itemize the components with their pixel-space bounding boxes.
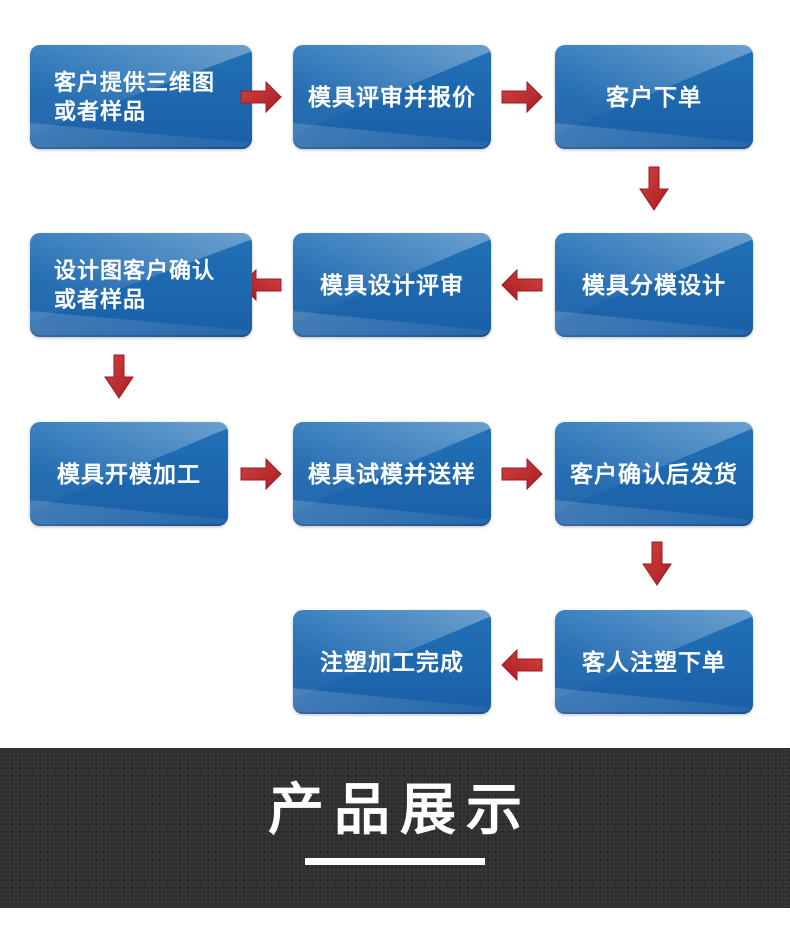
arrow-down-icon	[639, 166, 669, 212]
flow-step-injection-order: 客人注塑下单	[555, 610, 753, 714]
flow-step-mold-machining: 模具开模加工	[30, 422, 228, 526]
arrow-right-icon	[240, 458, 282, 490]
flow-step-label: 模具评审并报价	[308, 83, 476, 110]
arrow-right-icon	[501, 81, 543, 113]
arrow-down-icon	[642, 541, 672, 587]
flow-step-label: 设计图客户确认 或者样品	[54, 258, 216, 312]
title-underline-decoration	[305, 858, 485, 865]
flow-step-customer-drawings: 客户提供三维图 或者样品	[30, 45, 252, 149]
section-title: 产品展示	[268, 778, 532, 841]
section-banner: 产品展示	[0, 748, 790, 908]
flow-step-label: 模具分模设计	[582, 271, 726, 298]
flow-step-mold-review-quote: 模具评审并报价	[293, 45, 491, 149]
flow-step-mold-design-review: 模具设计评审	[293, 233, 491, 337]
flow-step-label: 注塑加工完成	[320, 648, 464, 675]
arrow-right-icon	[501, 458, 543, 490]
flow-step-design-confirmation: 设计图客户确认 或者样品	[30, 233, 252, 337]
arrow-left-icon	[501, 649, 543, 681]
flow-step-customer-order: 客户下单	[555, 45, 753, 149]
arrow-down-icon	[104, 354, 134, 400]
flow-step-label: 客户确认后发货	[570, 460, 738, 487]
arrow-left-icon	[501, 269, 543, 301]
flow-step-label: 模具设计评审	[320, 271, 464, 298]
flow-step-label: 客人注塑下单	[582, 648, 726, 675]
flow-step-mold-parting-design: 模具分模设计	[555, 233, 753, 337]
flow-step-label: 模具开模加工	[57, 460, 201, 487]
flow-step-confirm-shipment: 客户确认后发货	[555, 422, 753, 526]
flow-step-label: 模具试模并送样	[308, 460, 476, 487]
flow-step-injection-complete: 注塑加工完成	[293, 610, 491, 714]
flow-step-mold-trial-samples: 模具试模并送样	[293, 422, 491, 526]
flow-step-label: 客户下单	[606, 83, 702, 110]
arrow-right-icon	[240, 81, 282, 113]
flow-step-label: 客户提供三维图 或者样品	[54, 70, 216, 124]
